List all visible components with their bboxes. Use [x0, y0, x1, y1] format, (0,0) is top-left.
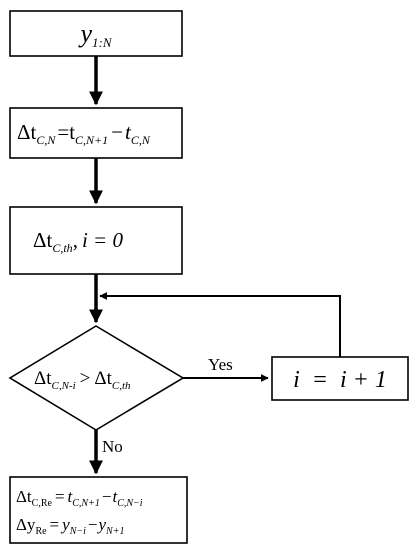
input-box: [9, 10, 183, 57]
output-formula-line1: ΔtC,Re=tC,N+1−tC,N−i: [16, 487, 143, 509]
init-box: [9, 206, 183, 275]
compute-box: [9, 107, 183, 159]
output-box: [9, 476, 188, 544]
init-formula: ΔtC,th,i = 0: [33, 228, 123, 255]
yes-label: Yes: [208, 355, 233, 374]
increment-formula: i = i + 1: [293, 367, 387, 393]
output-formula-line2: ΔyRe=yN−i−yN+1: [16, 515, 124, 537]
loop-back-arrow: [99, 292, 341, 357]
no-label: No: [102, 437, 123, 456]
input-label: y1:N: [77, 19, 112, 50]
increment-box: [271, 356, 409, 401]
compute-formula: ΔtC,N=tC,N+1−tC,N: [17, 120, 151, 147]
condition-formula: ΔtC,N-i>ΔtC,th: [34, 368, 131, 392]
